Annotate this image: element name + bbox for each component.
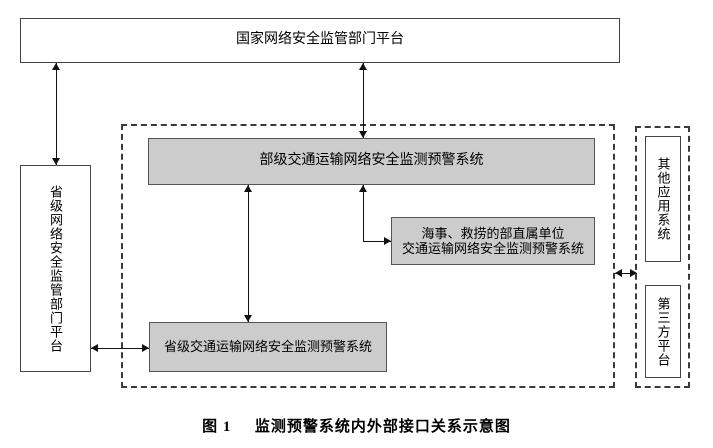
node-provincial-supervision-platform-label: 省级网络安全监管部门平台 <box>48 184 63 353</box>
group-right-dashed-boundary <box>635 126 690 388</box>
node-provincial-system[interactable]: 省级交通运输网络安全监测预警系统 <box>149 322 387 372</box>
connector-ministry-to-direct-unit-system-arrowhead-right <box>384 237 391 245</box>
connector-provincial-supervision-to-provincial-system-arrowhead-left <box>91 344 98 352</box>
node-ministry-system-label: 部级交通运输网络安全监测预警系统 <box>259 153 484 169</box>
node-other-application-systems-label: 其他应用系统 <box>655 157 671 241</box>
connector-ministry-to-provincial-system <box>248 185 249 322</box>
node-ministry-system[interactable]: 部级交通运输网络安全监测预警系统 <box>148 138 595 185</box>
figure-caption: 图 1 监测预警系统内外部接口关系示意图 <box>0 415 713 436</box>
connector-national-to-provincial-supervision-arrowhead-up <box>52 63 60 70</box>
node-third-party-platform[interactable]: 第三方平台 <box>645 285 681 378</box>
node-provincial-system-label: 省级交通运输网络安全监测预警系统 <box>163 339 372 355</box>
group-main-dashed-boundary <box>121 124 615 388</box>
connector-ministry-to-direct-unit-system-horizontal <box>363 241 391 242</box>
connector-national-to-ministry-system-arrowhead-up <box>359 63 367 70</box>
node-provincial-supervision-platform[interactable]: 省级网络安全监管部门平台 <box>20 165 91 372</box>
connector-main-boundary-to-right-boundary-arrowhead-right <box>630 269 637 277</box>
connector-national-to-ministry-system <box>363 63 364 138</box>
connector-ministry-to-provincial-system-arrowhead-up <box>244 185 252 192</box>
node-direct-unit-system[interactable]: 海事、救捞的部直属单位 交通运输网络安全监测预警系统 <box>391 217 595 265</box>
connector-ministry-to-provincial-system-arrowhead-down <box>244 315 252 322</box>
connector-main-boundary-to-right-boundary <box>615 273 637 274</box>
connector-national-to-provincial-supervision-arrowhead-down <box>52 158 60 165</box>
connector-provincial-supervision-to-provincial-system <box>91 348 149 349</box>
connector-main-boundary-to-right-boundary-arrowhead-left <box>615 269 622 277</box>
connector-national-to-provincial-supervision <box>56 63 57 165</box>
connector-ministry-to-direct-unit-system-arrowhead-up <box>359 185 367 192</box>
figure-caption-title: 监测预警系统内外部接口关系示意图 <box>254 419 511 435</box>
connector-provincial-supervision-to-provincial-system-arrowhead-right <box>142 344 149 352</box>
node-third-party-platform-label: 第三方平台 <box>655 296 671 367</box>
connector-national-to-ministry-system-arrowhead-down <box>359 131 367 138</box>
figure-caption-number: 图 1 <box>202 419 232 435</box>
connector-ministry-to-direct-unit-system-vertical <box>363 185 364 242</box>
node-other-application-systems[interactable]: 其他应用系统 <box>645 136 681 262</box>
node-direct-unit-system-label-line1: 海事、救捞的部直属单位 <box>421 225 565 241</box>
node-national-platform[interactable]: 国家网络安全监管部门平台 <box>20 18 620 63</box>
node-direct-unit-system-label-line2: 交通运输网络安全监测预警系统 <box>401 241 584 256</box>
node-national-platform-label: 国家网络安全监管部门平台 <box>236 32 404 48</box>
